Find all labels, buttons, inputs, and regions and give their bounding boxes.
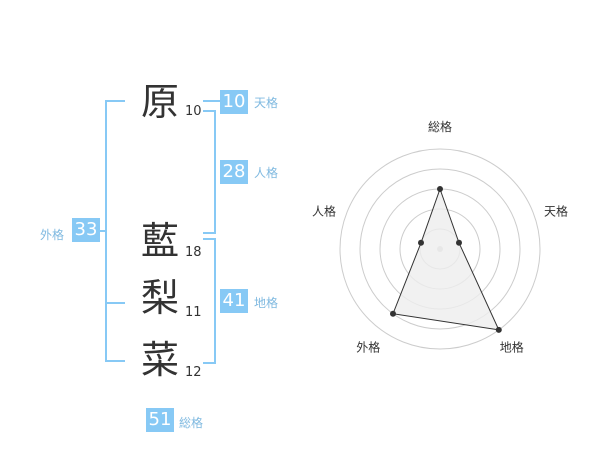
tenkaku-value: 10 [220, 90, 248, 114]
radar-axis-label-4: 外格 [356, 340, 380, 355]
radar-axis-label-2: 天格 [544, 203, 568, 218]
stroke-count-3: 11 [185, 305, 202, 320]
tenkaku-label: 天格 [254, 96, 279, 110]
stroke-count-2: 18 [185, 245, 202, 260]
jinkaku-bracket [203, 110, 216, 234]
chikaku-label: 地格 [254, 296, 279, 310]
radar-axis-label-3: 地格 [500, 340, 524, 355]
gaikaku-label: 外格 [40, 228, 65, 242]
tenkaku-bracket [203, 100, 220, 102]
jinkaku-value: 28 [220, 160, 248, 184]
radar-point-5 [418, 239, 424, 246]
gaikaku-bracket-top [105, 100, 125, 304]
radar-axis-label-5: 人格 [312, 203, 336, 218]
gaikaku-bracket-bottom [105, 300, 125, 362]
gaikaku-connector [97, 230, 105, 232]
soukaku-label: 総格 [179, 416, 204, 430]
radar-point-1 [437, 186, 443, 192]
jinkaku-label: 人格 [254, 166, 279, 180]
gaikaku-value: 33 [72, 218, 100, 242]
chikaku-bracket [203, 238, 216, 364]
kanji-1: 原 [140, 80, 179, 124]
soukaku-value: 51 [146, 408, 174, 432]
stroke-count-4: 12 [185, 365, 202, 380]
radar-ring-4 [359, 168, 521, 330]
chikaku-value: 41 [220, 289, 248, 313]
radar-point-2 [456, 239, 462, 246]
stroke-count-1: 10 [185, 104, 202, 119]
kanji-3: 梨 [140, 276, 179, 320]
kanji-2: 藍 [140, 219, 179, 263]
kanji-4: 菜 [140, 338, 179, 382]
radar-axis-label-1: 総格 [428, 119, 452, 134]
radar-point-4 [390, 310, 396, 317]
radar-shape [392, 187, 500, 331]
radar-ring-5 [339, 148, 541, 350]
radar-point-3 [495, 326, 502, 333]
